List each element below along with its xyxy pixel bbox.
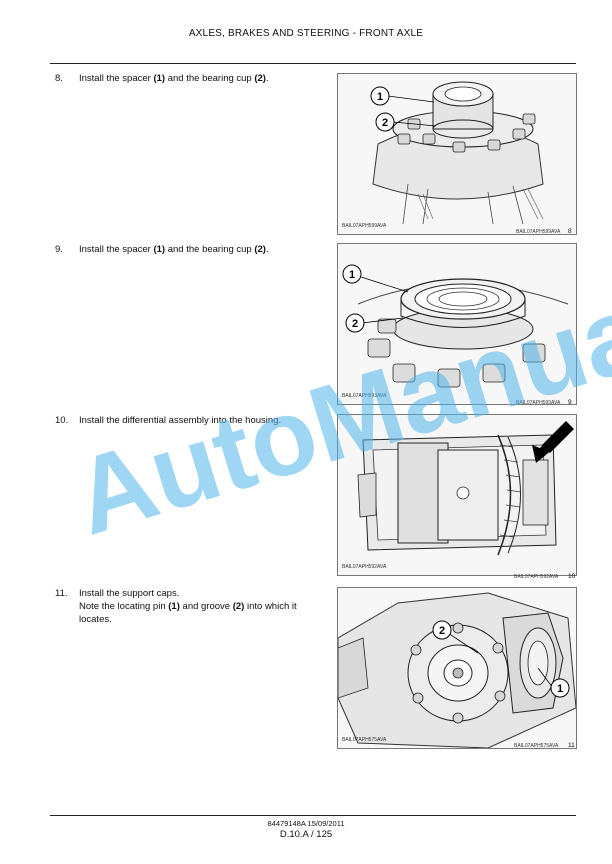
callout-2: 2 — [352, 318, 358, 330]
page-header: AXLES, BRAKES AND STEERING - FRONT AXLE — [188, 28, 424, 39]
figure-caption: BAIL07APH593AVA — [516, 400, 561, 406]
figure-inner-caption: BAIL07APH575AVA — [342, 737, 387, 743]
step-text: Install the spacer (1) and the bearing c… — [79, 244, 269, 255]
figure-number: 11 — [568, 742, 575, 749]
figure-10: BAIL07APH592AVA — [337, 414, 577, 576]
figure-inner-caption: BAIL07APH593AVA — [342, 393, 387, 399]
step-number: 8. — [55, 73, 63, 84]
footer-rule — [50, 815, 576, 816]
figure-caption: BAIL07APH599AVA — [516, 229, 561, 235]
figure-caption: BAIL07APH592AVA — [514, 574, 559, 580]
figure-11: 2 1 BAIL07APH575AVA — [337, 587, 577, 749]
step-text: Install the support caps. Note the locat… — [79, 588, 297, 625]
figure-number: 9 — [568, 399, 572, 406]
figure-inner-caption: BAIL07APH599AVA — [342, 223, 387, 229]
figure-8: 1 2 BAIL07APH599AVA — [337, 73, 577, 235]
callout-1: 1 — [377, 91, 383, 103]
figure-inner-caption: BAIL07APH592AVA — [342, 564, 387, 570]
step-number: 10. — [55, 415, 69, 426]
figure-caption: BAIL07APH575AVA — [514, 743, 559, 749]
footer-doc-id: 84479148A 15/09/2011 — [267, 819, 345, 828]
footer-page-number: D.10.A / 125 — [279, 829, 333, 840]
figure-number: 10 — [568, 573, 576, 580]
callout-2: 2 — [382, 117, 388, 129]
step-text: Install the differential assembly into t… — [79, 415, 282, 426]
step-number: 11. — [55, 588, 68, 599]
callout-2: 2 — [439, 625, 445, 637]
step-text: Install the spacer (1) and the bearing c… — [79, 73, 269, 84]
figure-number: 8 — [568, 228, 572, 235]
callout-1: 1 — [557, 683, 563, 695]
step-number: 9. — [55, 244, 63, 255]
callout-1: 1 — [349, 269, 355, 281]
figure-9: 1 2 BAIL07APH593AVA — [337, 243, 577, 405]
header-rule — [50, 63, 576, 64]
